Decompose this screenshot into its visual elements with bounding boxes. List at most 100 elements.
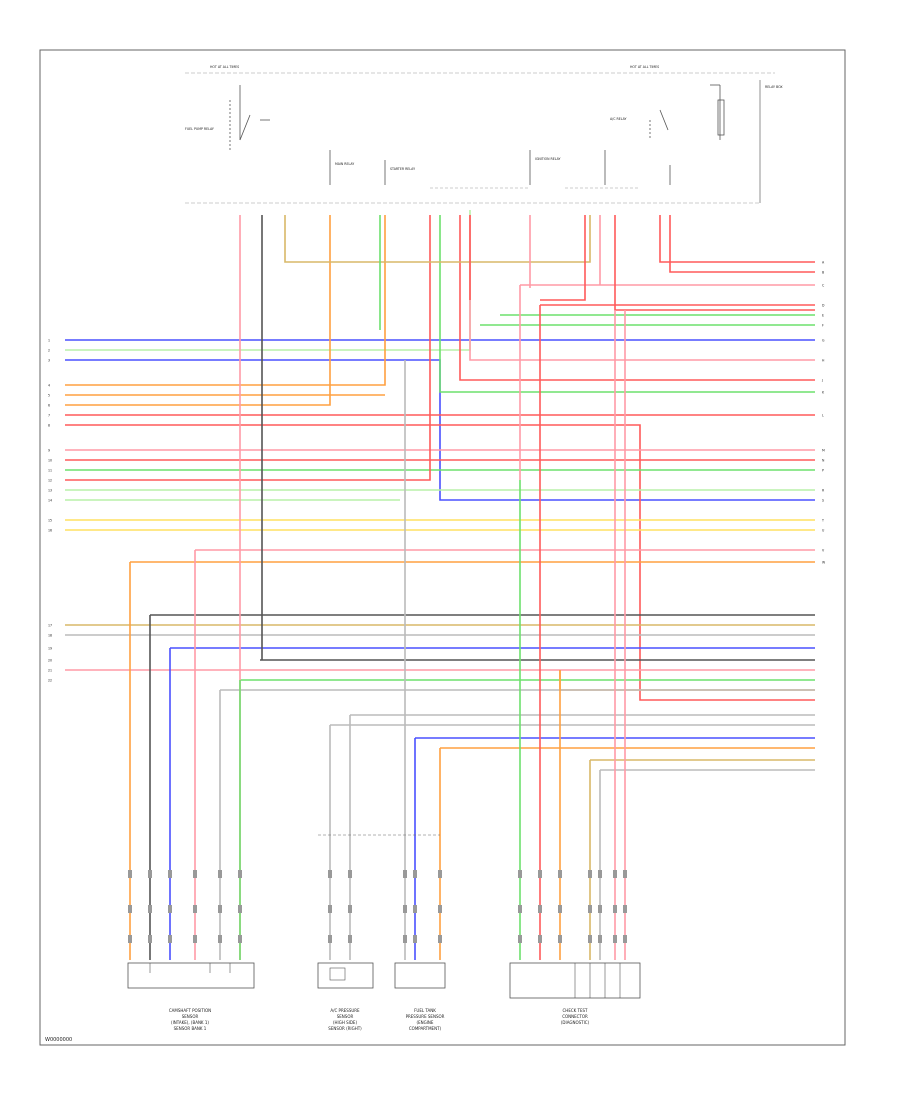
- top-label-1: HOT AT ALL TIMES: [210, 65, 239, 69]
- left-pin-label: 12: [48, 479, 52, 483]
- connector-marker-14-1: [558, 870, 562, 878]
- connector-marker-15-1: [588, 870, 592, 878]
- component-label-2-line-3: (HIGH SIDE): [333, 1020, 357, 1025]
- connector-marker-13-3: [538, 935, 542, 943]
- connector-marker-3-1: [168, 870, 172, 878]
- connector-marker-12-1: [518, 870, 522, 878]
- component-label-3-line-2: PRESSURE SENSOR: [406, 1014, 445, 1019]
- right-pin-label: M: [822, 449, 825, 453]
- right-pin-label: U: [822, 529, 825, 533]
- wires: [65, 210, 815, 960]
- connector-marker-9-1: [403, 870, 407, 878]
- wire-11: [459, 215, 815, 381]
- left-pin-label: 7: [48, 414, 50, 418]
- left-pin-label: 22: [48, 679, 52, 683]
- diagram-frame: [39, 49, 846, 1046]
- component-label-1-line-4: SENSOR BANK 1: [174, 1026, 207, 1031]
- connector-marker-6-3: [238, 935, 242, 943]
- left-pin-label: 8: [48, 424, 50, 428]
- wire-45: [284, 215, 591, 263]
- left-pin-label: 4: [48, 384, 50, 388]
- connector-marker-4-3: [193, 935, 197, 943]
- relay-label-ignition: IGNITION RELAY: [535, 157, 561, 161]
- right-pin-label: F: [822, 324, 824, 328]
- connector-marker-13-1: [538, 870, 542, 878]
- component-label-3-line-4: COMPARTMENT): [409, 1026, 442, 1031]
- right-pin-label: C: [822, 284, 825, 288]
- component-label-3-line-3: (ENGINE: [417, 1020, 434, 1025]
- component-label-1-line-3: (INTAKE), (BANK 1): [171, 1020, 209, 1025]
- wire-21: [65, 215, 431, 481]
- right-pin-label: G: [822, 339, 825, 343]
- component-label-4-line-1: CHECK TEST: [563, 1008, 589, 1013]
- connector-marker-8-1: [348, 870, 352, 878]
- left-pin-label: 21: [48, 669, 52, 673]
- connector-marker-11-1: [438, 870, 442, 878]
- connector-marker-5-1: [218, 870, 222, 878]
- right-pin-label: P: [822, 469, 824, 473]
- connector-marker-3-3: [168, 935, 172, 943]
- connector-marker-1-2: [128, 905, 132, 913]
- connector-marker-6-2: [238, 905, 242, 913]
- relay-box: HOT AT ALL TIMES HOT AT ALL TIMES RELAY …: [185, 65, 783, 204]
- connector-marker-8-2: [348, 905, 352, 913]
- right-pin-label: K: [822, 391, 825, 395]
- connector-marker-3-2: [168, 905, 172, 913]
- component-label-4-line-3: (DIAGNOSTIC): [561, 1020, 590, 1025]
- connector-marker-5-3: [218, 935, 222, 943]
- connector-marker-7-1: [328, 870, 332, 878]
- right-pin-label: V: [822, 549, 825, 553]
- connector-marker-17-1: [613, 870, 617, 878]
- connector-marker-12-3: [518, 935, 522, 943]
- connector-marker-17-3: [613, 935, 617, 943]
- left-pin-label: 10: [48, 459, 52, 463]
- component-label-1-line-1: CAMSHAFT POSITION: [169, 1008, 211, 1013]
- connector-marker-7-2: [328, 905, 332, 913]
- component-label-3-line-1: FUEL TANK: [414, 1008, 436, 1013]
- connector-marker-16-3: [598, 935, 602, 943]
- left-pin-label: 9: [48, 449, 50, 453]
- relay-label-starter: STARTER RELAY: [390, 167, 415, 171]
- top-label-2: HOT AT ALL TIMES: [630, 65, 659, 69]
- connector-marker-11-3: [438, 935, 442, 943]
- connector-marker-2-3: [148, 935, 152, 943]
- wire-15: [65, 215, 331, 406]
- left-pin-label: 15: [48, 519, 52, 523]
- connector-marker-13-2: [538, 905, 542, 913]
- wire-49: [540, 215, 586, 301]
- right-pin-label: E: [822, 314, 824, 318]
- top-label-3: RELAY BOX: [765, 85, 783, 89]
- connector-marker-18-3: [623, 935, 627, 943]
- wire-8: [65, 210, 471, 351]
- relay-label-main: MAIN RELAY: [335, 162, 354, 166]
- right-pin-label: S: [822, 499, 824, 503]
- left-pin-label: 16: [48, 529, 52, 533]
- wire-9: [65, 359, 815, 501]
- connector-marker-14-2: [558, 905, 562, 913]
- connector-marker-10-1: [413, 870, 417, 878]
- connector-marker-10-3: [413, 935, 417, 943]
- left-pin-label: 6: [48, 404, 50, 408]
- component-label-2-line-4: SENSOR (RIGHT): [328, 1026, 362, 1031]
- component-labels: CAMSHAFT POSITION SENSOR (INTAKE), (BANK…: [169, 1008, 590, 1031]
- component-label-4-line-2: CONNECTOR: [562, 1014, 588, 1019]
- left-pin-label: 14: [48, 499, 52, 503]
- component-label-1-line-2: SENSOR: [182, 1014, 199, 1019]
- left-pin-label: 17: [48, 624, 52, 628]
- connector-marker-5-2: [218, 905, 222, 913]
- left-pin-label: 1: [48, 339, 50, 343]
- connector-marker-1-1: [128, 870, 132, 878]
- right-pin-label: B: [822, 271, 824, 275]
- wire-1: [659, 215, 815, 263]
- connector-marker-1-3: [128, 935, 132, 943]
- footer-code: W0000000: [45, 1037, 72, 1043]
- right-pin-label: N: [822, 459, 825, 463]
- connector-marker-2-2: [148, 905, 152, 913]
- right-pin-label: T: [821, 519, 824, 523]
- connector-marker-16-2: [598, 905, 602, 913]
- wire-12: [439, 215, 815, 393]
- right-pin-label: R: [822, 489, 825, 493]
- left-pin-label: 19: [48, 647, 52, 651]
- connector-marker-10-2: [413, 905, 417, 913]
